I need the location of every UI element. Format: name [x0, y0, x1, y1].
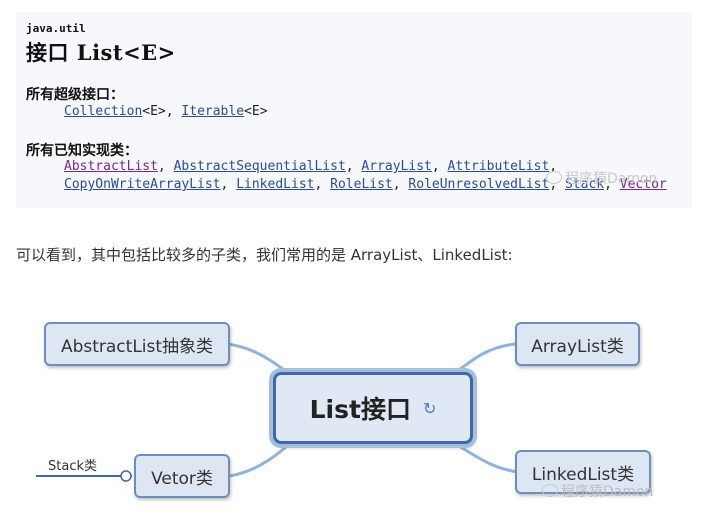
- impl-sep: ,: [157, 159, 174, 174]
- superinterface-link-collection[interactable]: Collection: [64, 104, 143, 119]
- superinterface-sep: <E>,: [142, 104, 182, 119]
- watermark-text: 程序猿Damon: [565, 171, 658, 187]
- impl-link-attributelist[interactable]: AttributeList: [447, 159, 550, 174]
- connector-abstractlist: [227, 342, 293, 376]
- package-name: java.util: [26, 22, 86, 35]
- superinterfaces-list: Collection<E>, Iterable<E>: [64, 104, 268, 119]
- connector-arraylist: [454, 342, 516, 374]
- impl-list-row-1: AbstractList, AbstractSequentialList, Ar…: [64, 159, 557, 174]
- refresh-icon: ↻: [422, 398, 437, 418]
- impl-link-abstractlist[interactable]: AbstractList: [64, 159, 158, 174]
- impl-link-abstractsequentiallist[interactable]: AbstractSequentialList: [173, 159, 346, 174]
- mindmap: AbstractList抽象类 ArrayList类 List接口 ↻ Vetor…: [0, 300, 715, 518]
- impl-sep: ,: [549, 177, 565, 192]
- impl-link-roleunresolvedlist[interactable]: RoleUnresolvedList: [408, 177, 550, 192]
- impl-sep: ,: [220, 177, 237, 192]
- javadoc-excerpt: java.util 接口 List<E> 所有超级接口： Collection<…: [16, 12, 692, 208]
- wechat-icon: [546, 171, 562, 184]
- node-linkedlist[interactable]: LinkedList类: [515, 450, 651, 494]
- body-paragraph: 可以看到，其中包括比较多的子类，我们常用的是 ArrayList、LinkedL…: [16, 246, 513, 264]
- node-arraylist[interactable]: ArrayList类: [515, 322, 640, 366]
- connector-vetor: [229, 440, 293, 478]
- wechat-icon: [542, 484, 558, 497]
- impl-link-vector[interactable]: Vector: [619, 177, 667, 192]
- impl-sep: ,: [392, 177, 409, 192]
- known-impl-heading: 所有已知实现类：: [26, 143, 138, 159]
- impl-link-rolelist[interactable]: RoleList: [330, 177, 393, 192]
- node-abstractlist[interactable]: AbstractList抽象类: [44, 322, 230, 366]
- impl-link-arraylist[interactable]: ArrayList: [361, 159, 432, 174]
- impl-sep: ,: [431, 159, 448, 174]
- superinterface-sep: <E>: [244, 104, 268, 119]
- superinterface-link-iterable[interactable]: Iterable: [181, 104, 245, 119]
- interface-title: 接口 List<E>: [26, 40, 176, 65]
- watermark-mindmap: 程序猿Damon: [542, 481, 653, 501]
- superinterfaces-heading: 所有超级接口：: [26, 87, 124, 103]
- node-center-list[interactable]: List接口 ↻: [273, 372, 473, 444]
- impl-link-copyonwritearraylist[interactable]: CopyOnWriteArrayList: [64, 177, 221, 192]
- impl-list-row-2: CopyOnWriteArrayList, LinkedList, RoleLi…: [64, 177, 667, 192]
- node-vetor[interactable]: Vetor类: [134, 454, 230, 498]
- stack-collapse-handle: [120, 470, 132, 482]
- center-label: List接口: [309, 395, 411, 424]
- impl-sep: ,: [345, 159, 362, 174]
- watermark: 程序猿Damon: [546, 168, 657, 188]
- connector-linkedlist: [454, 442, 519, 474]
- impl-sep: ,: [549, 159, 558, 174]
- watermark-text: 程序猿Damon: [561, 484, 654, 500]
- impl-sep: ,: [604, 177, 620, 192]
- impl-sep: ,: [314, 177, 331, 192]
- node-stack-label[interactable]: Stack类: [48, 459, 97, 474]
- impl-link-linkedlist[interactable]: LinkedList: [236, 177, 315, 192]
- impl-link-stack[interactable]: Stack: [564, 177, 605, 192]
